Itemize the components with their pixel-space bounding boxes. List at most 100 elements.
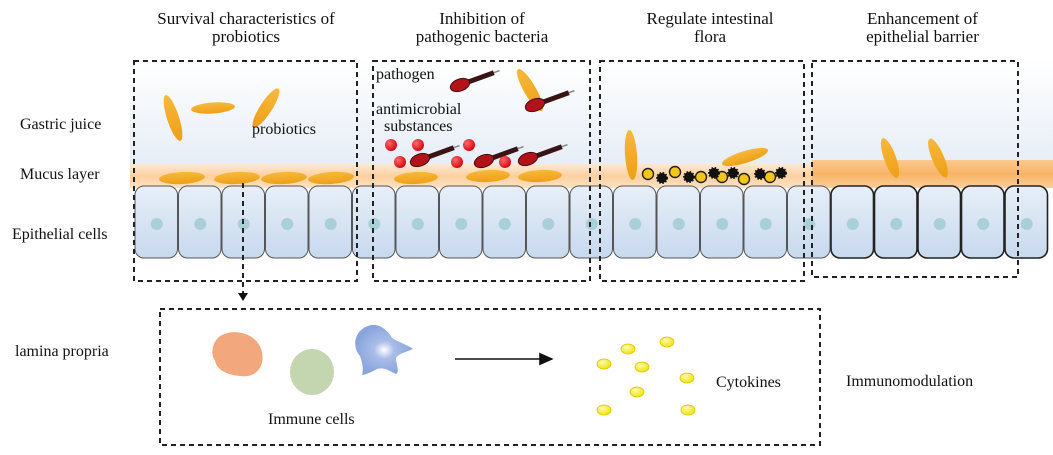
pathogen xyxy=(524,89,575,113)
section-box-immunomodulation xyxy=(159,308,821,446)
flora-harmful xyxy=(754,168,766,180)
section-title-line: epithelial barrier xyxy=(866,26,979,46)
probiotic-rod xyxy=(261,171,307,185)
cytokine-particles xyxy=(596,336,696,416)
section-title-line: probiotics xyxy=(212,26,280,46)
section-box-inhibition xyxy=(372,60,591,282)
cell-nucleus xyxy=(542,218,555,230)
cell-nucleus xyxy=(324,218,337,230)
pathogen-body xyxy=(449,77,471,93)
immune-cell-green xyxy=(290,349,334,395)
flora-harmful xyxy=(683,171,695,183)
pathogen xyxy=(473,145,524,169)
cytokine-particle xyxy=(634,361,650,373)
pathogen-flagellum xyxy=(517,145,524,150)
section-title-line: Regulate intestinal xyxy=(646,9,774,28)
antimicrobial-particle xyxy=(451,156,463,168)
pathogen-tail xyxy=(488,146,519,162)
section-title-line: Inhibition of xyxy=(439,9,525,28)
label-cytokines: Cytokines xyxy=(716,374,781,391)
section-title-barrier: Enhancement of epithelial barrier xyxy=(820,10,1025,46)
pathogen-body xyxy=(409,152,431,168)
mucus-layer-thick xyxy=(812,160,1053,188)
cell-nucleus xyxy=(803,218,816,230)
label-pathogen: pathogen xyxy=(376,66,435,83)
probiotic-rod xyxy=(159,171,205,185)
cell-nucleus xyxy=(194,218,207,230)
cell-nucleus xyxy=(498,218,511,230)
cell-nucleus xyxy=(1020,218,1033,230)
pathogen-tail xyxy=(532,144,563,160)
probiotic-rod xyxy=(518,169,562,183)
probiotic-rod xyxy=(394,171,438,185)
flora-commensal xyxy=(694,170,708,184)
gastric-lumen xyxy=(130,60,1053,168)
flora-commensal xyxy=(641,167,655,181)
cytokine-particle xyxy=(659,336,675,348)
flora-harmful xyxy=(727,167,739,179)
label-epithelial-cells: Epithelial cells xyxy=(12,226,108,243)
cytokine-particle xyxy=(629,386,645,398)
pathogen-tail xyxy=(464,70,495,86)
label-antimicrobial: antimicrobial xyxy=(376,101,462,118)
section-box-survival xyxy=(133,60,358,282)
pathogen-tail xyxy=(424,145,455,161)
pathogen-bacteria xyxy=(409,69,575,169)
probiotic-rod xyxy=(308,171,354,185)
pathogen xyxy=(449,69,500,93)
immune-cell-orange xyxy=(212,332,263,377)
label-probiotics: probiotics xyxy=(252,121,316,138)
section-title-line: Survival characteristics of xyxy=(157,9,335,28)
cell-nucleus xyxy=(672,218,685,230)
cell-nucleus xyxy=(368,218,381,230)
flora-commensal xyxy=(763,170,777,184)
label-gastric-juice: Gastric juice xyxy=(20,116,102,133)
label-mucus-layer: Mucus layer xyxy=(20,166,100,183)
pathogen-flagellum xyxy=(453,144,460,149)
cell-nucleus xyxy=(933,218,946,230)
flora-commensal xyxy=(737,172,751,186)
cell-nucleus xyxy=(890,218,903,230)
pathogen-flagellum xyxy=(561,143,568,148)
section-title-line: Enhancement of xyxy=(867,9,978,28)
probiotic-rod xyxy=(163,95,183,141)
section-title-inhibition: Inhibition of pathogenic bacteria xyxy=(370,10,594,46)
label-immunomodulation: Immunomodulation xyxy=(846,373,974,390)
pathogen-body xyxy=(517,151,539,167)
cell-nucleus xyxy=(281,218,294,230)
cell-nucleus xyxy=(150,218,163,230)
flora-commensal xyxy=(668,165,682,179)
antimicrobial-substances xyxy=(385,139,511,168)
pathogen-flagellum xyxy=(493,69,500,74)
label-substances: substances xyxy=(384,118,453,135)
pathogen xyxy=(517,143,568,167)
cell-nucleus xyxy=(585,218,598,230)
probiotic-rod xyxy=(721,147,769,167)
flora-harmful xyxy=(656,172,668,184)
section-box-flora xyxy=(599,60,805,282)
section-title-line: pathogenic bacteria xyxy=(415,26,549,46)
cell-nucleus xyxy=(977,218,990,230)
probiotic-rod xyxy=(466,169,510,183)
antimicrobial-particle xyxy=(499,156,511,168)
intestinal-flora xyxy=(641,165,787,186)
section-title-survival: Survival characteristics of probiotics xyxy=(133,10,359,46)
probiotic-rod xyxy=(624,130,638,180)
epithelial-cell-row xyxy=(134,185,1049,259)
section-title-flora: Regulate intestinal flora xyxy=(610,10,810,46)
cell-nucleus xyxy=(629,218,642,230)
probiotic-rod xyxy=(880,138,900,178)
label-lamina-propria: lamina propria xyxy=(15,343,109,360)
cell-nucleus xyxy=(455,218,468,230)
pathogen-body xyxy=(524,97,546,113)
antimicrobial-particle xyxy=(394,156,406,168)
probiotic-rod xyxy=(252,88,280,128)
probiotic-rod xyxy=(214,171,260,185)
flora-harmful xyxy=(775,167,787,179)
pathogen-tail xyxy=(539,90,570,106)
pathogen-body xyxy=(473,153,495,169)
cell-nucleus xyxy=(846,218,859,230)
antimicrobial-particle xyxy=(412,139,424,151)
